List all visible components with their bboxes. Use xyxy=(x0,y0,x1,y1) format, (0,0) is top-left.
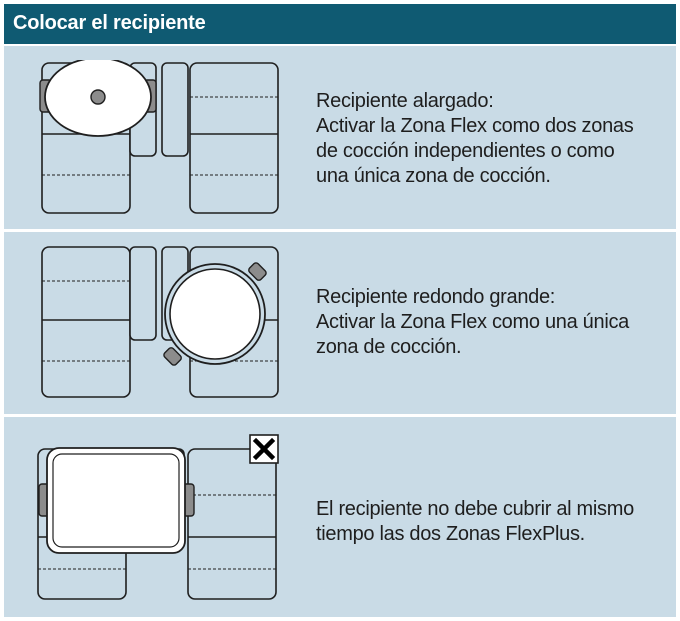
desc-line: tiempo las dos Zonas FlexPlus. xyxy=(316,523,585,545)
row-description: Recipiente alargado: Activar la Zona Fle… xyxy=(316,89,634,189)
elongated-pan xyxy=(39,57,157,137)
instruction-panel: Colocar el recipiente xyxy=(4,4,676,617)
row-description: Recipiente redondo grande: Activar la Zo… xyxy=(316,285,629,360)
rectangular-pan xyxy=(38,447,195,554)
desc-line: de cocción independientes o como xyxy=(316,140,615,162)
row-description: El recipiente no debe cubrir al mismo ti… xyxy=(316,497,634,547)
cooktop-illustration xyxy=(39,57,279,214)
cooktop-diagram-elongated xyxy=(34,57,284,225)
desc-line: zona de cocción. xyxy=(316,336,462,358)
section-title: Colocar el recipiente xyxy=(13,12,206,34)
section-header: Colocar el recipiente xyxy=(4,4,676,44)
cooktop-diagram-round xyxy=(34,244,284,409)
desc-line: Recipiente redondo grande: xyxy=(316,286,556,308)
cross-mark-icon xyxy=(249,434,279,464)
row-forbidden-placement: El recipiente no debe cubrir al mismo ti… xyxy=(4,417,676,617)
desc-line: El recipiente no debe cubrir al mismo xyxy=(316,498,634,520)
round-pan xyxy=(163,262,267,366)
desc-line: Recipiente alargado: xyxy=(316,90,494,112)
desc-line: una única zona de cocción. xyxy=(316,165,551,187)
row-elongated-pan: Recipiente alargado: Activar la Zona Fle… xyxy=(4,46,676,229)
cooktop-illustration xyxy=(41,246,279,398)
cooktop-diagram-forbidden xyxy=(34,434,284,611)
desc-line: Activar la Zona Flex como dos zonas xyxy=(316,115,634,137)
row-round-pan: Recipiente redondo grande: Activar la Zo… xyxy=(4,232,676,414)
cooktop-illustration xyxy=(37,447,277,600)
desc-line: Activar la Zona Flex como una única xyxy=(316,311,629,333)
